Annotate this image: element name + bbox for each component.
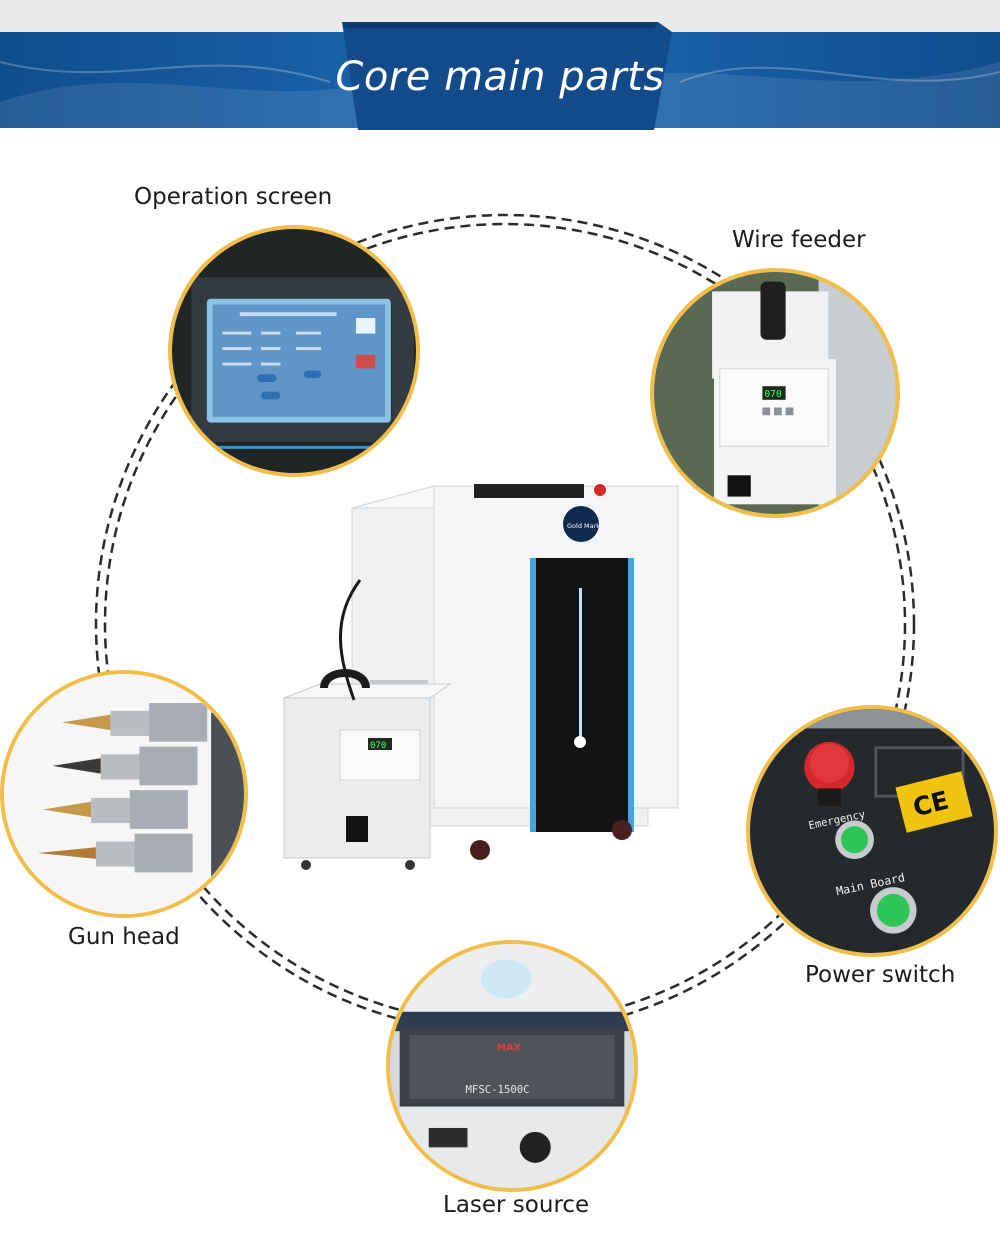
brand-badge-text: Gold Mark (567, 522, 600, 530)
laser-model-text: MFSC-1500C (466, 1083, 530, 1096)
title-plate: Core main parts (328, 22, 672, 130)
operation-screen-bubble (168, 225, 420, 477)
title-plate-shape (342, 22, 672, 130)
power-switch-label: Power switch (805, 962, 956, 988)
operation-screen-label: Operation screen (134, 184, 333, 210)
welding-gun-icon (4, 674, 244, 914)
laser-source-label: Laser source (443, 1192, 590, 1218)
gun-head-label: Gun head (68, 924, 180, 950)
wire-feeder-label: Wire feeder (732, 227, 866, 253)
laser-source-icon: MAX MFSC-1500C (390, 944, 634, 1188)
gun-head-bubble (0, 670, 248, 918)
touch-screen-icon (172, 229, 416, 473)
feeder-display-text: 070 (370, 741, 386, 751)
laser-brand-text: MAX (497, 1043, 522, 1054)
power-switch-icon: CE Emergency Main Board (750, 709, 994, 953)
laser-source-bubble: MAX MFSC-1500C (386, 940, 638, 1192)
laser-welding-machine: Gold Mark 070 (283, 484, 680, 870)
power-switch-bubble: CE Emergency Main Board (746, 705, 998, 957)
wire-feeder-icon: 070 (654, 272, 896, 514)
svg-text:070: 070 (764, 389, 782, 400)
page-title: Core main parts (335, 54, 665, 100)
